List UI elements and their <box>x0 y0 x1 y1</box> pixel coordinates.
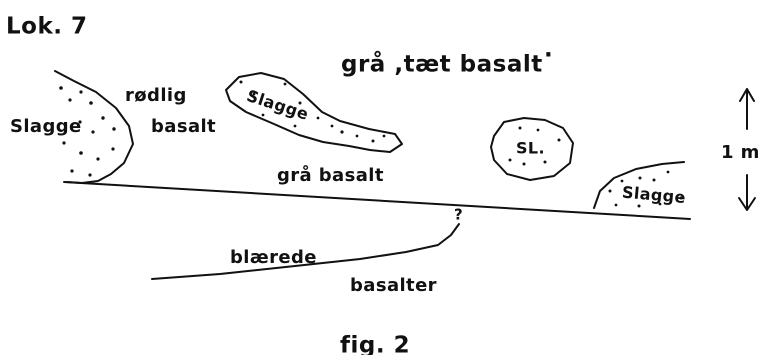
reddish-label: rødlig <box>125 85 187 106</box>
scale-label: 1 m <box>721 142 760 163</box>
diagram-labels: Lok. 7 grå ,tæt basalt · rødlig basalt S… <box>6 14 760 355</box>
top-mark-label: · <box>544 43 553 69</box>
gray-basalt-label: grå basalt <box>277 164 384 186</box>
locality-label: Lok. 7 <box>6 14 88 40</box>
basalt-label: basalt <box>151 116 216 137</box>
basalter-label: basalter <box>350 275 437 296</box>
center-slag-boundary <box>226 73 402 152</box>
scale-up-arrow <box>740 89 754 129</box>
figure-label: fig. 2 <box>340 333 410 355</box>
question-mark-label: ? <box>454 206 463 224</box>
left-slag-label: Slagge <box>10 116 82 137</box>
sl-label: SL. <box>516 139 545 158</box>
bleeding-label: blærede <box>230 247 317 268</box>
right-slag-label: Slagge <box>621 183 686 208</box>
top-basalt-label: grå ,tæt basalt <box>341 51 543 78</box>
scale-down-arrow <box>739 175 755 210</box>
